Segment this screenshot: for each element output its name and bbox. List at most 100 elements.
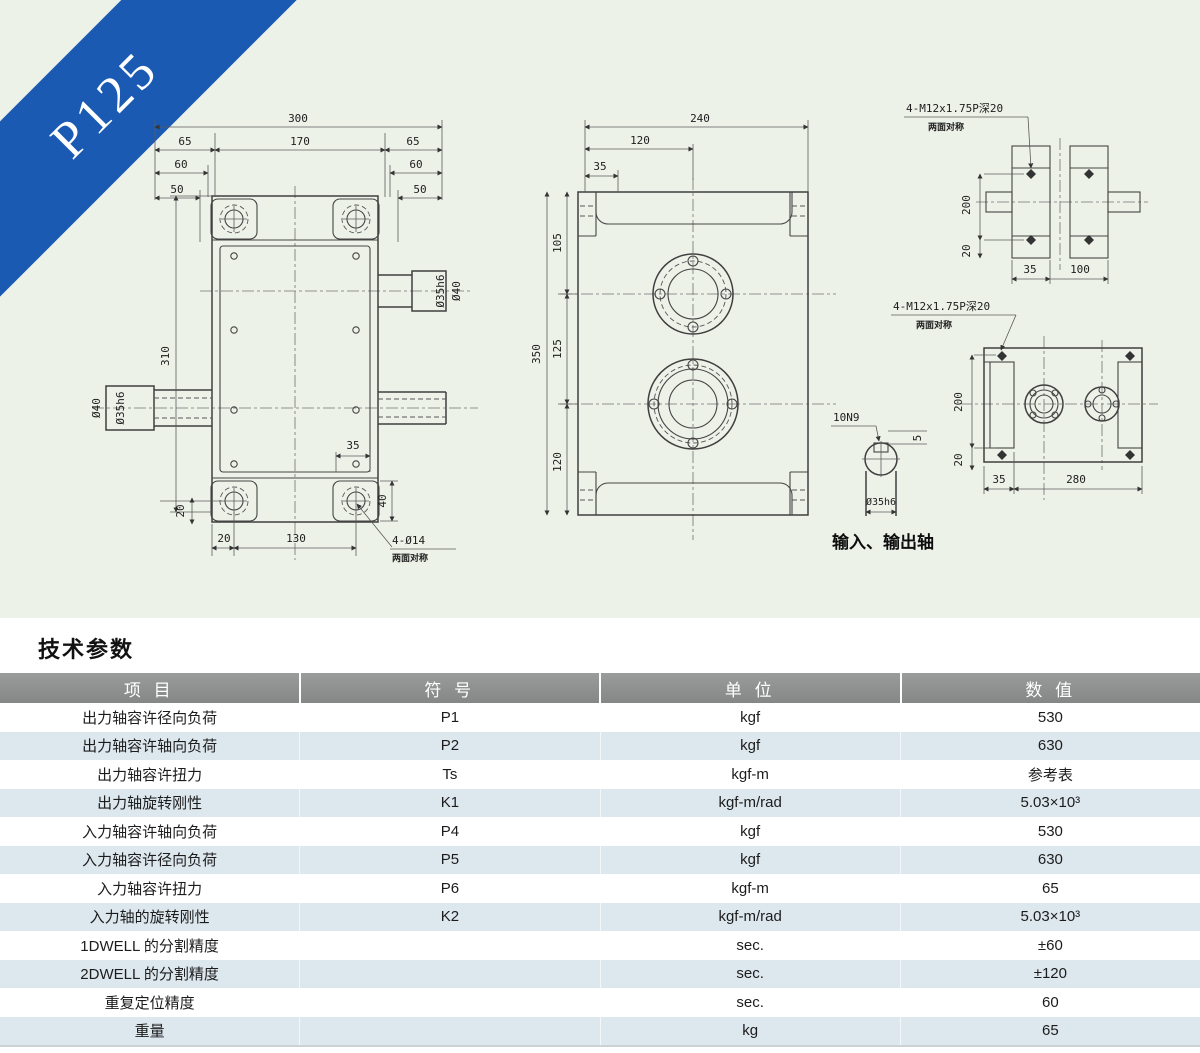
cell-symbol xyxy=(300,988,601,1017)
shaft-dia: Ø35h6 xyxy=(866,496,896,508)
spec-title: 技术参数 xyxy=(38,637,135,662)
dim-35-face: 35 xyxy=(1023,263,1036,276)
col-header-symbol: 符 号 xyxy=(301,673,601,703)
cell-value: 630 xyxy=(1037,737,1063,755)
cell-item: 2DWELL 的分割精度 xyxy=(0,959,301,988)
shaft-left-d40: Ø40 xyxy=(90,398,103,418)
cell-value: 60 xyxy=(1042,993,1059,1011)
dim-240: 240 xyxy=(690,112,710,125)
spec-table: 项 目 符 号 单 位 数 值 出力轴容许径向负荷 P1 kgf 530 出力轴… xyxy=(0,673,1200,1047)
col-header-unit: 单 位 xyxy=(601,673,902,703)
cell-symbol xyxy=(300,931,601,960)
bottom-face-view: 4-M12x1.75P深20 两面对称 200 20 35 280 xyxy=(891,300,1158,500)
cell-item: 入力轴容许轴向负荷 xyxy=(0,817,301,846)
side-view: 240 120 35 350 105 125 120 xyxy=(530,112,836,540)
shaft-right-d35h6: Ø35h6 xyxy=(434,274,447,307)
dim-100-face: 100 xyxy=(1070,263,1090,276)
technical-drawings: 300 65 170 65 60 50 60 50 310 Ø40 Ø35h6 … xyxy=(90,102,1158,564)
table-row: 2DWELL 的分割精度 sec. ±120 xyxy=(0,959,1200,988)
cell-value: 630 xyxy=(1037,851,1063,869)
dim-20-vert: 20 xyxy=(174,504,187,517)
cell-value: 65 xyxy=(1042,879,1059,897)
cell-unit: sec. xyxy=(601,931,901,960)
cell-unit: sec. xyxy=(601,988,901,1017)
cell-unit: kg xyxy=(601,1016,901,1045)
col-header-value: 数 值 xyxy=(1025,680,1077,700)
table-row: 入力轴容许轴向负荷 P4 kgf 530 xyxy=(0,817,1200,846)
dim-50-right: 50 xyxy=(413,183,426,196)
shaft-right-d40: Ø40 xyxy=(450,281,463,301)
cell-item: 出力轴容许扭力 xyxy=(0,760,301,789)
col-header-item: 项 目 xyxy=(0,673,301,703)
cell-symbol: K1 xyxy=(300,788,601,817)
cell-value: 5.03×10³ xyxy=(1020,908,1081,926)
cell-unit: kgf xyxy=(601,731,901,760)
cell-item: 出力轴容许径向负荷 xyxy=(0,703,301,732)
cell-item: 重量 xyxy=(0,1016,301,1045)
cell-value: ±60 xyxy=(1037,936,1063,954)
dim-105: 105 xyxy=(551,233,564,253)
tap-callout-top-note: 两面对称 xyxy=(928,121,964,133)
dim-20-bottom: 20 xyxy=(217,532,230,545)
cell-symbol: P2 xyxy=(300,731,601,760)
dim-65-left: 65 xyxy=(178,135,191,148)
top-face-view: 4-M12x1.75P深20 两面对称 200 20 35 100 xyxy=(904,102,1148,284)
dim-20-top: 20 xyxy=(960,244,973,257)
cell-value: 530 xyxy=(1037,822,1063,840)
dim-120-left: 120 xyxy=(551,452,564,472)
cell-value: ±120 xyxy=(1033,965,1067,983)
cell-symbol xyxy=(300,959,601,988)
key-width: 5 xyxy=(911,435,924,442)
shaft-left-d35h6: Ø35h6 xyxy=(114,391,127,424)
table-row: 入力轴容许径向负荷 P5 kgf 630 xyxy=(0,845,1200,874)
dim-200-top: 200 xyxy=(960,195,973,215)
dim-40: 40 xyxy=(376,494,389,507)
keyway-label: 10N9 xyxy=(833,411,860,424)
cell-item: 1DWELL 的分割精度 xyxy=(0,931,301,960)
hole-callout: 4-Ø14 xyxy=(392,534,425,547)
dim-300: 300 xyxy=(288,112,308,125)
dim-35-step: 35 xyxy=(346,439,359,452)
table-row: 入力轴的旋转刚性 K2 kgf-m/rad 5.03×10³ xyxy=(0,902,1200,931)
hole-callout-note: 两面对称 xyxy=(392,552,428,564)
table-row: 重量 kg 65 xyxy=(0,1016,1200,1045)
cell-symbol: Ts xyxy=(300,760,601,789)
dim-130: 130 xyxy=(286,532,306,545)
cell-unit: kgf-m xyxy=(601,874,901,903)
dim-200-bottom: 200 xyxy=(952,392,965,412)
dim-280: 280 xyxy=(1066,473,1086,486)
cell-unit: kgf xyxy=(601,845,901,874)
dim-170: 170 xyxy=(290,135,310,148)
cell-value: 65 xyxy=(1042,1022,1059,1040)
table-header-row: 项 目 符 号 单 位 数 值 xyxy=(0,673,1200,703)
dim-120-top: 120 xyxy=(630,134,650,147)
cell-symbol: K2 xyxy=(300,902,601,931)
shaft-detail: 10N9 5 Ø35h6 输入、输出轴 xyxy=(831,411,934,553)
table-row: 出力轴旋转刚性 K1 kgf-m/rad 5.03×10³ xyxy=(0,788,1200,817)
cell-symbol xyxy=(300,1016,601,1045)
table-row: 出力轴容许径向负荷 P1 kgf 530 xyxy=(0,703,1200,732)
dim-35-top: 35 xyxy=(593,160,606,173)
dim-35-bottom: 35 xyxy=(992,473,1005,486)
cell-value: 530 xyxy=(1037,708,1063,726)
cell-unit: kgf-m xyxy=(601,760,901,789)
dim-50-left: 50 xyxy=(170,183,183,196)
tap-callout-top: 4-M12x1.75P深20 xyxy=(906,102,1003,115)
cell-unit: sec. xyxy=(601,959,901,988)
dim-125: 125 xyxy=(551,339,564,359)
cell-symbol: P6 xyxy=(300,874,601,903)
cell-item: 入力轴的旋转刚性 xyxy=(0,902,301,931)
cell-symbol: P4 xyxy=(300,817,601,846)
dim-60-right: 60 xyxy=(409,158,422,171)
dim-20-bottom-face: 20 xyxy=(952,453,965,466)
cell-symbol: P5 xyxy=(300,845,601,874)
tap-callout-bottom-note: 两面对称 xyxy=(916,319,952,331)
cell-unit: kgf xyxy=(601,817,901,846)
drawing-panel: P125 xyxy=(0,0,1200,618)
cell-item: 入力轴容许径向负荷 xyxy=(0,845,301,874)
dim-60-left: 60 xyxy=(174,158,187,171)
table-row: 入力轴容许扭力 P6 kgf-m 65 xyxy=(0,874,1200,903)
cell-symbol: P1 xyxy=(300,703,601,732)
front-view: 300 65 170 65 60 50 60 50 310 Ø40 Ø35h6 … xyxy=(90,112,478,564)
dim-350: 350 xyxy=(530,344,543,364)
